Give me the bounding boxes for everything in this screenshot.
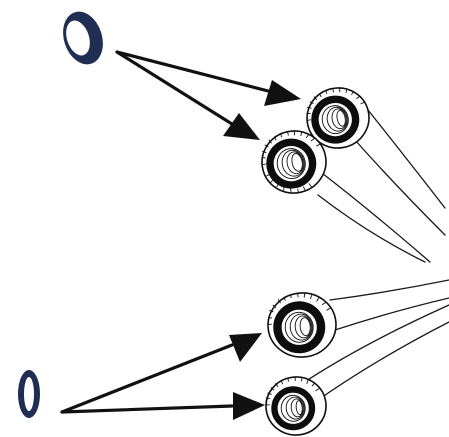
inner-thread — [284, 311, 314, 343]
knurl-marks — [265, 376, 320, 406]
inner-thread — [321, 105, 349, 135]
knurl-marks — [306, 87, 365, 121]
hose-fitting-bottom-front — [265, 376, 327, 436]
inner-thread — [276, 148, 306, 180]
rubber-washer-top — [63, 11, 103, 65]
arrow-washer-bottom-to-fitting-bottom-front — [60, 392, 265, 420]
inner-thread — [280, 394, 306, 422]
hose-fitting-top-back — [306, 87, 370, 149]
hose-fitting-top-front — [261, 130, 327, 194]
knurl-marks — [267, 293, 331, 326]
arrow-washer-bottom-to-fitting-bottom-back — [60, 333, 262, 414]
rubber-washer-bottom — [18, 370, 40, 418]
arrow-washer-top-to-fitting-top-front — [115, 50, 260, 140]
arrow-washer-top-to-fitting-top-back — [115, 50, 301, 106]
hose-lines — [299, 99, 449, 403]
hose-fitting-bottom-back — [267, 292, 337, 358]
